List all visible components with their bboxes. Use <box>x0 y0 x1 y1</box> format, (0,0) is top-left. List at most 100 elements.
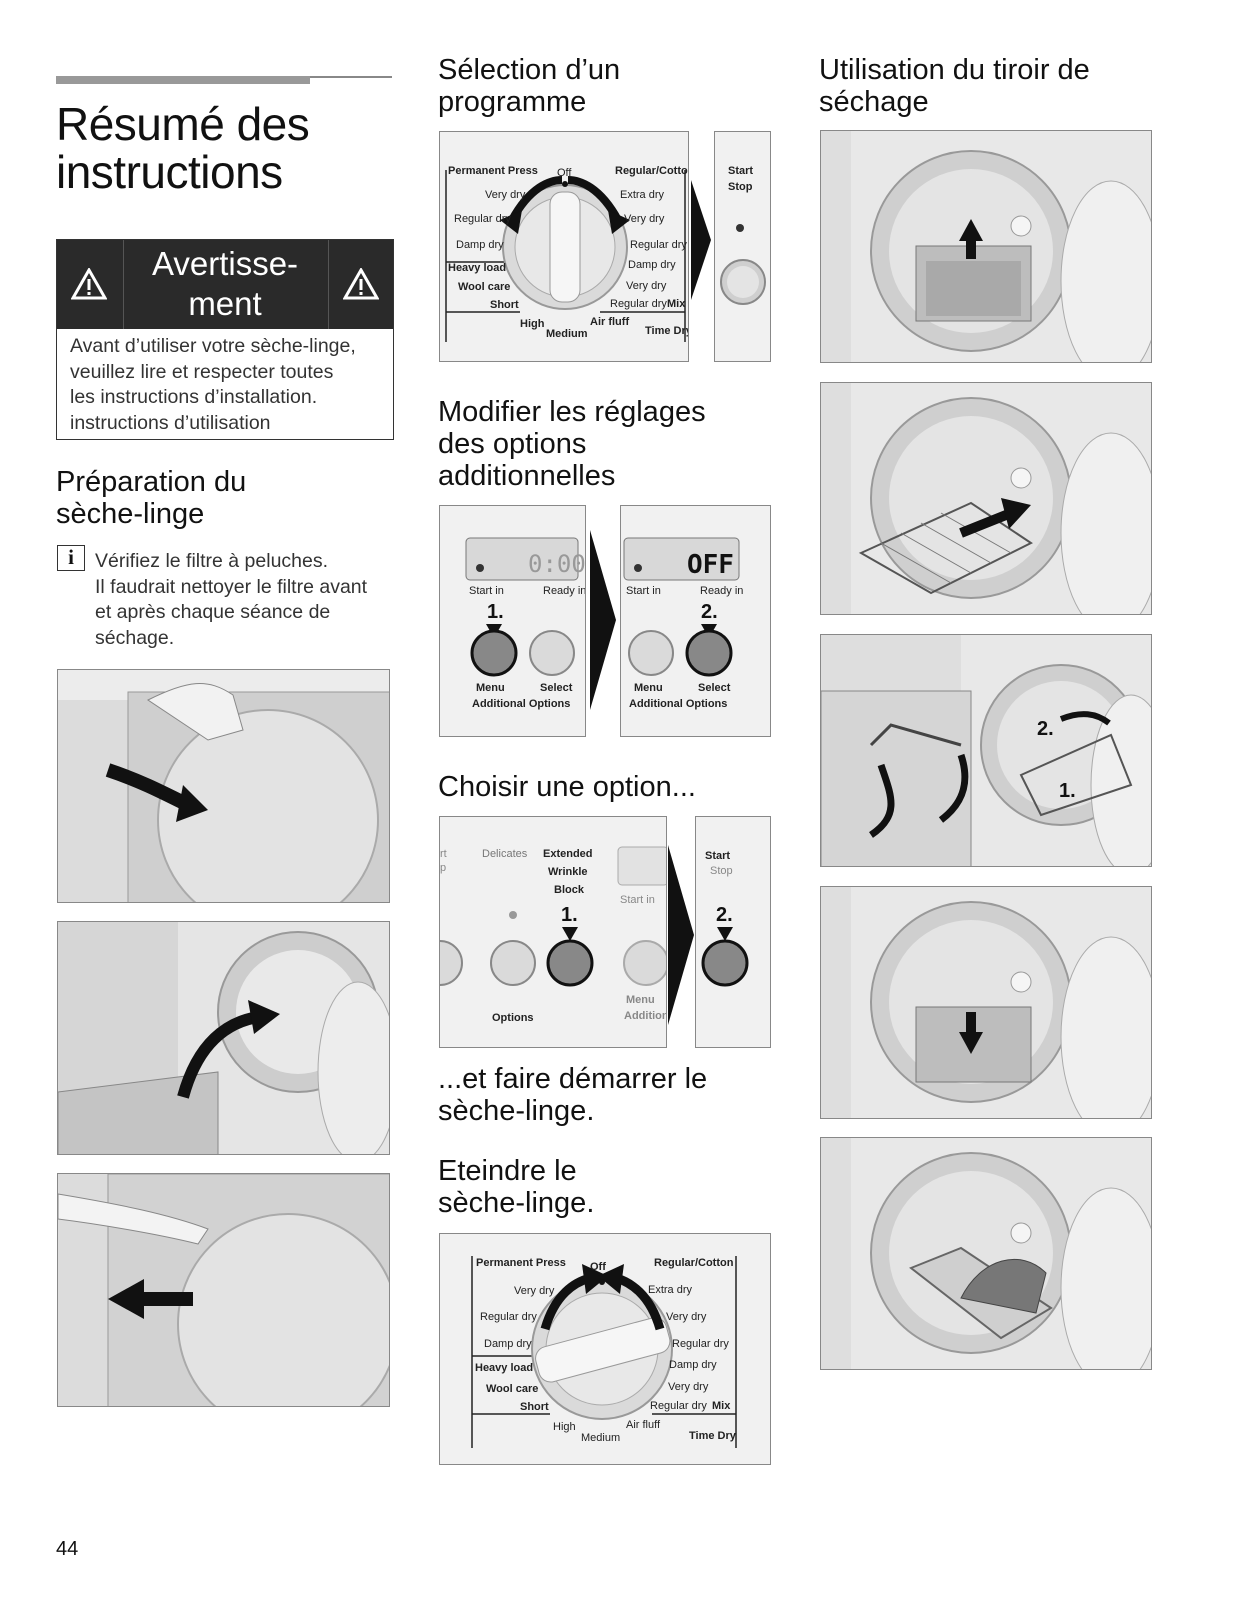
drawer-illustration-2 <box>820 382 1152 615</box>
options-label: Options <box>492 1012 534 1024</box>
warning-icon <box>343 268 379 300</box>
dial-label: Regular dry <box>630 239 687 251</box>
dial-label: Wool care <box>458 281 510 293</box>
additional-options-label: Additional Options <box>629 698 727 710</box>
dial-label: Very dry <box>626 280 667 292</box>
display-readout: 0:00 <box>528 550 586 578</box>
panel-label: rt <box>440 848 447 860</box>
dial-label: Heavy load <box>448 262 506 274</box>
program-dial-panel: Permanent Press Off Regular/Cotton Very … <box>439 131 689 362</box>
option-label: Wrinkle <box>548 866 588 878</box>
dial-label: Regular dry <box>480 1311 537 1323</box>
dial-label: Mix <box>667 298 686 310</box>
select-label: Select <box>698 682 731 694</box>
dial-label: Damp dry <box>669 1359 717 1371</box>
modify-options-title: Modifier les réglages des options additi… <box>438 396 706 492</box>
warning-header: Avertisse- ment <box>57 240 393 329</box>
dial-label: Damp dry <box>628 259 676 271</box>
page-number: 44 <box>56 1538 79 1560</box>
drawer-illustration-4 <box>820 886 1152 1119</box>
dial-label: Regular/Cotton <box>615 165 689 177</box>
prep-title: Préparation du sèche-linge <box>56 466 247 530</box>
dial-label: Regular/Cotton <box>654 1257 734 1269</box>
dial-label: Very dry <box>668 1381 709 1393</box>
start-in-label: Start in <box>620 894 655 906</box>
step-number: 2. <box>701 601 718 623</box>
dial-label: Very dry <box>624 213 665 225</box>
addition-label: Addition <box>624 1010 667 1022</box>
dial-label: Regular dry <box>610 298 667 310</box>
option-label: Block <box>554 884 585 896</box>
dial-label: Off <box>557 167 572 179</box>
select-program-title: Sélection d’un programme <box>438 54 621 118</box>
page-title: Résumé des instructions <box>56 98 310 198</box>
close-door-illustration <box>57 1173 390 1407</box>
start-in-label: Start in <box>626 585 661 597</box>
warning-text: Avant d’utiliser votre sèche-linge, veui… <box>70 335 356 434</box>
option-label: Extended <box>543 848 593 860</box>
dial-label: Permanent Press <box>476 1257 566 1269</box>
drawer-illustration-3: 2. 1. <box>820 634 1152 867</box>
start-label: Start <box>705 850 730 862</box>
ready-in-label: Ready in <box>543 585 586 597</box>
dial-label: Time Dry <box>689 1430 737 1442</box>
step-number: 1. <box>561 904 578 926</box>
menu-label: Menu <box>476 682 505 694</box>
step-number: 2. <box>716 904 733 926</box>
start-dryer-title: ...et faire démarrer le sèche-linge. <box>438 1063 708 1127</box>
arrow-right-icon <box>691 180 711 300</box>
dial-label: Very dry <box>514 1285 555 1297</box>
info-icon: i <box>57 545 85 571</box>
remove-filter-illustration <box>57 921 390 1155</box>
dial-label: Heavy load <box>475 1362 533 1374</box>
stop-label: Stop <box>728 181 753 193</box>
off-dial-panel: Permanent Press Off Regular/Cotton Very … <box>439 1233 771 1465</box>
dial-label: Very dry <box>485 189 526 201</box>
drawer-illustration-5 <box>820 1137 1152 1370</box>
dial-label: Regular dry <box>672 1338 729 1350</box>
start-panel: Start Stop 2. <box>695 816 771 1048</box>
dial-label: Medium <box>546 328 588 340</box>
dial-label: Short <box>490 299 519 311</box>
menu-label: Menu <box>626 994 655 1006</box>
dial-label: Very dry <box>666 1311 707 1323</box>
turn-off-title: Eteindre le sèche-linge. <box>438 1155 595 1219</box>
menu-label: Menu <box>634 682 663 694</box>
delicates-label: Delicates <box>482 848 528 860</box>
step-number: 1. <box>487 601 504 623</box>
step-number: 1. <box>1059 780 1076 802</box>
dial-label: Time Dry <box>645 325 689 337</box>
info-text: Vérifiez le filtre à peluches. Il faudra… <box>95 550 368 649</box>
choose-option-panel: rt p Delicates Extended Wrinkle Block St… <box>439 816 667 1048</box>
dial-label: Air fluff <box>626 1419 661 1431</box>
warning-icon <box>71 268 107 300</box>
start-in-label: Start in <box>469 585 504 597</box>
arrow-right-icon <box>668 845 694 1025</box>
dial-label: Wool care <box>486 1383 538 1395</box>
dial-label: Damp dry <box>456 239 504 251</box>
options-panel-step1: 0:00 Start in Ready in 1. Menu Select Ad… <box>439 505 586 737</box>
start-label: Start <box>728 165 753 177</box>
stop-label: Stop <box>710 865 733 877</box>
step-number: 2. <box>1037 718 1054 740</box>
dial-label: Regular dry <box>454 213 511 225</box>
ready-in-label: Ready in <box>700 585 743 597</box>
warning-heading: Avertisse- ment <box>151 245 299 322</box>
dial-label: Regular dry <box>650 1400 707 1412</box>
display-readout: OFF <box>687 550 734 580</box>
drawer-illustration-1 <box>820 130 1152 363</box>
choose-option-title: Choisir une option... <box>438 771 696 803</box>
dial-label: Off <box>590 1261 606 1273</box>
dial-label: High <box>520 318 545 330</box>
title-rule-thick <box>56 76 310 84</box>
select-label: Select <box>540 682 573 694</box>
dial-label: Air fluff <box>590 316 629 328</box>
dial-label: Mix <box>712 1400 731 1412</box>
additional-options-label: Additional Options <box>472 698 570 710</box>
arrow-right-icon <box>590 530 616 710</box>
drawer-title: Utilisation du tiroir de séchage <box>819 54 1090 118</box>
dial-label: Permanent Press <box>448 165 538 177</box>
panel-label: p <box>440 862 446 874</box>
dial-label: Extra dry <box>620 189 665 201</box>
options-panel-step2: OFF Start in Ready in 2. Menu Select Add… <box>620 505 771 737</box>
